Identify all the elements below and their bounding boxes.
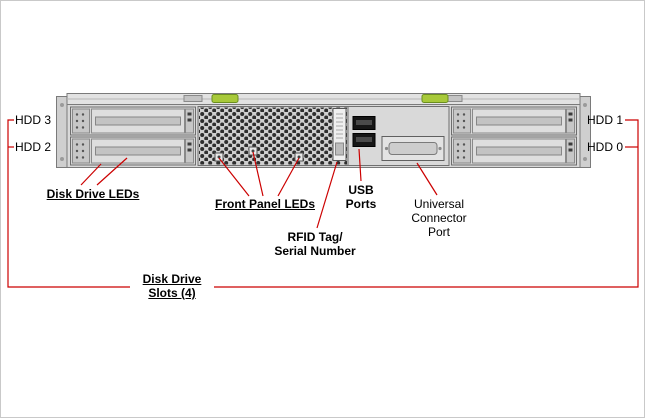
left-green-latch <box>211 94 239 103</box>
hdd0-drive <box>451 136 577 166</box>
server-front-panel-illustration <box>56 93 591 168</box>
left-mounting-ear <box>56 96 68 168</box>
label-front-panel-leds: Front Panel LEDs <box>214 197 315 211</box>
label-hdd0: HDD 0 <box>587 140 624 154</box>
hdd3-drive <box>70 106 196 136</box>
label-universal-connector-port: Universal Connector Port <box>411 197 467 239</box>
hdd1-drive <box>451 106 577 136</box>
label-disk-drive-slots: Disk Drive Slots (4) <box>142 272 202 300</box>
rfid-tag <box>332 108 347 161</box>
right-green-latch <box>421 94 449 103</box>
label-usb-ports: USB Ports <box>345 183 377 211</box>
label-hdd3: HDD 3 <box>15 113 52 127</box>
hdd2-drive <box>70 136 196 166</box>
label-hdd1: HDD 1 <box>587 113 624 127</box>
label-disk-drive-leds: Disk Drive LEDs <box>46 187 140 201</box>
universal-connector-port <box>381 136 445 161</box>
label-rfid-tag: RFID Tag/ Serial Number <box>274 230 356 258</box>
top-rail <box>66 93 581 105</box>
label-hdd2: HDD 2 <box>15 140 52 154</box>
right-mounting-ear <box>579 96 591 168</box>
